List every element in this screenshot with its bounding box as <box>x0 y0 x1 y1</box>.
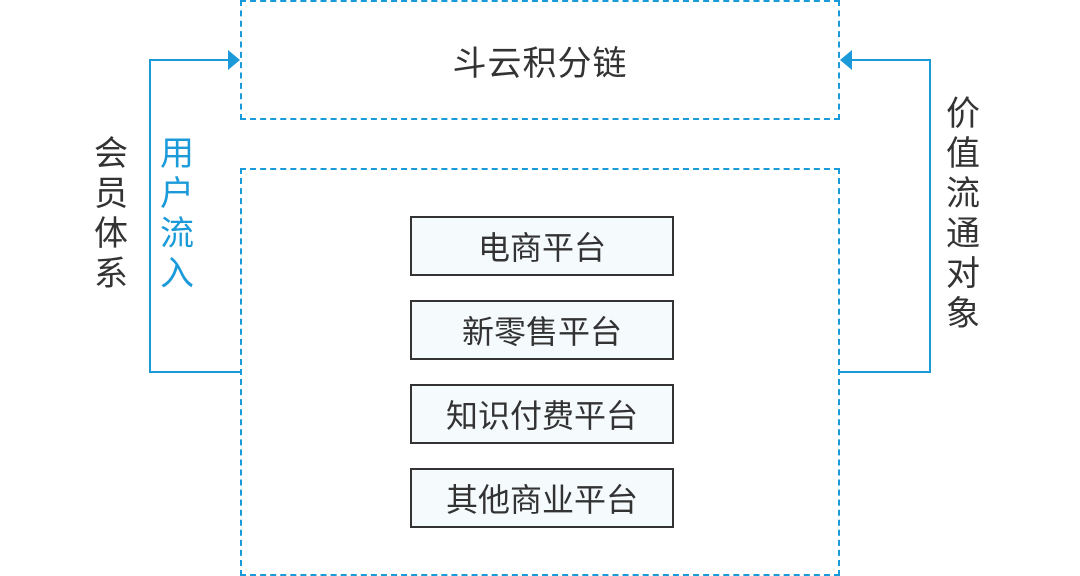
user-inflow-char: 流 <box>160 214 194 254</box>
user-inflow-label: 用 户 流 入 <box>160 134 194 294</box>
right-arrow-head <box>840 50 852 70</box>
user-inflow-char: 入 <box>160 254 194 294</box>
chain-title: 斗云积分链 <box>452 43 628 84</box>
user-inflow-char: 户 <box>160 174 194 214</box>
value-circulation-char: 象 <box>946 294 980 334</box>
platform-other-business: 其他商业平台 <box>410 468 674 528</box>
left-flow-line <box>149 59 240 373</box>
value-circulation-char: 流 <box>946 174 980 214</box>
value-circulation-char: 值 <box>946 134 980 174</box>
value-circulation-char: 价 <box>946 94 980 134</box>
member-system-char: 系 <box>94 254 128 294</box>
member-system-char: 员 <box>94 174 128 214</box>
platform-ecommerce: 电商平台 <box>410 216 674 276</box>
user-inflow-char: 用 <box>160 134 194 174</box>
value-circulation-char: 通 <box>946 214 980 254</box>
value-circulation-char: 对 <box>946 254 980 294</box>
value-circulation-label: 价 值 流 通 对 象 <box>946 94 980 334</box>
member-system-char: 会 <box>94 134 128 174</box>
right-flow-line <box>840 59 931 373</box>
platforms-box: 电商平台 新零售平台 知识付费平台 其他商业平台 <box>240 168 840 576</box>
top-chain-box: 斗云积分链 <box>240 0 840 120</box>
member-system-char: 体 <box>94 214 128 254</box>
member-system-label: 会 员 体 系 <box>94 134 128 294</box>
platform-knowledge-payment: 知识付费平台 <box>410 384 674 444</box>
platform-new-retail: 新零售平台 <box>410 300 674 360</box>
left-arrow-head <box>228 50 240 70</box>
